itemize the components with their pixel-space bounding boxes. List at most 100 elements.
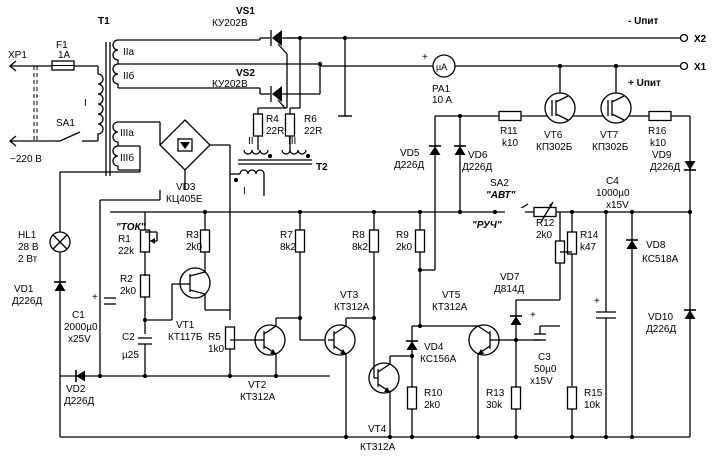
label-vd5: VD5 <box>400 148 420 159</box>
label-r7: R7 <box>280 230 293 241</box>
label-vt7-type: КП302Б <box>592 142 629 153</box>
label-r3: R3 <box>186 230 199 241</box>
label-plus-meter: + <box>422 52 428 63</box>
label-plus-u: + Uпит <box>628 78 661 89</box>
label-vd5-type: Д226Д <box>394 160 424 171</box>
label-r13: R13 <box>486 388 505 399</box>
label-vt1: VT1 <box>176 320 195 331</box>
resistor-r9: R9 2k0 <box>396 209 426 273</box>
label-r13-val: 30k <box>486 400 503 411</box>
label-t2-II: II <box>248 136 254 147</box>
label-c1-plus: + <box>92 292 98 303</box>
label-r16: R16 <box>648 126 667 137</box>
capacitor-c3: + C3 50µ0 x15V <box>516 310 560 387</box>
label-r11: R11 <box>500 126 518 137</box>
transformer-t1: T1 I IIa IIб IIIa IIIб <box>84 16 323 176</box>
meter-glyph: µA <box>436 62 447 72</box>
zener-vd8: VD8 КС518А <box>625 209 679 437</box>
mains-plug-xp1: XP1 ~220 В <box>8 50 52 165</box>
mosfet-vt7: VT7 КП302Б <box>592 63 632 153</box>
label-t1: T1 <box>98 16 110 27</box>
diode-vd2: VD2 Д226Д <box>64 369 103 407</box>
capacitor-c1: + C1 2000µ0 x25V <box>64 292 116 345</box>
label-vs2: VS2 <box>236 68 255 79</box>
label-minus-u: - Uпит <box>628 16 659 27</box>
label-c1: C1 <box>72 310 85 321</box>
label-r12-val: 2k0 <box>536 230 553 241</box>
label-r5-val: 1k0 <box>208 344 225 355</box>
label-vd6: VD6 <box>468 150 488 161</box>
label-t2-III: III <box>288 136 296 147</box>
label-r12: R12 <box>536 218 555 229</box>
transistor-vt2: VT2 КТ312А <box>230 317 300 403</box>
label-c4-v: x15V <box>606 200 629 211</box>
label-r7-val: 8k2 <box>280 242 297 253</box>
label-r3-val: 2k0 <box>186 242 203 253</box>
transistor-vt3: VT3 КТ312А <box>324 290 374 437</box>
label-c3-v: x15V <box>530 376 553 387</box>
label-r15: R15 <box>584 388 603 399</box>
label-f1: F1 <box>56 40 68 51</box>
label-r8: R8 <box>352 230 365 241</box>
label-r6-val: 22R <box>304 126 322 137</box>
resistor-r2: R2 2k0 <box>120 264 151 334</box>
resistor-r3: R3 2k0 <box>186 209 211 253</box>
label-r5: R5 <box>208 332 221 343</box>
label-hl1-w: 2 Вт <box>18 254 38 265</box>
resistor-r16: R16 k10 <box>648 110 672 149</box>
label-vt5-type: КТ312А <box>432 302 468 313</box>
label-vd7: VD7 <box>500 272 520 283</box>
diode-vd1: VD1 Д226Д <box>12 281 67 307</box>
resistor-r14: R14 k47 <box>560 209 599 386</box>
label-r2: R2 <box>120 274 133 285</box>
zener-vd7: VD7 Д814Д <box>494 272 524 376</box>
label-mains: ~220 В <box>10 154 42 165</box>
label-vt3: VT3 <box>340 290 359 301</box>
resistor-r7: R7 8k2 <box>280 209 306 321</box>
ujt-vt1: VT1 КТ117Б <box>168 252 211 343</box>
label-vt2-type: КТ312А <box>240 392 276 403</box>
label-r8-val: 8k2 <box>352 242 369 253</box>
label-c4-val: 1000µ0 <box>596 188 630 199</box>
resistor-r15: R15 10k <box>566 386 603 437</box>
label-f1-val: 1A <box>58 50 71 61</box>
thyristor-vs1: VS1 КУ202В <box>212 6 300 108</box>
transformer-t2: T2 II III I <box>230 136 328 197</box>
label-vt3-type: КТ312А <box>334 302 370 313</box>
label-vt6-type: КП302Б <box>536 142 573 153</box>
diode-vd5: VD5 Д226Д <box>394 116 442 271</box>
label-vd3-type: КЦ405Е <box>166 194 203 205</box>
label-vt7: VT7 <box>600 130 619 141</box>
label-avt: "АВТ" <box>486 190 516 201</box>
label-vd8-type: КС518А <box>642 254 679 265</box>
label-vd3: VD3 <box>176 182 196 193</box>
label-t1-IIIa: IIIa <box>120 128 134 139</box>
label-r9-val: 2k0 <box>396 242 413 253</box>
label-x1: X1 <box>694 62 707 73</box>
label-t1-IIb: IIб <box>123 70 135 82</box>
label-c1-v: x25V <box>68 334 91 345</box>
bridge-vd3: VD3 КЦ405Е <box>99 119 231 376</box>
label-t2-I: I <box>243 186 246 197</box>
label-vd9-type: Д226Д <box>650 162 680 173</box>
label-t1-I: I <box>84 98 87 109</box>
label-r9: R9 <box>396 230 409 241</box>
label-vt4-type: КТ312А <box>360 442 396 453</box>
label-r11-val: k10 <box>502 138 519 149</box>
resistor-r5: R5 1k0 <box>208 326 236 379</box>
label-vt4: VT4 <box>368 424 387 435</box>
label-hl1-v: 28 В <box>18 242 39 253</box>
label-vt5: VT5 <box>442 290 461 301</box>
label-vs1: VS1 <box>236 6 255 17</box>
label-sa2: SA2 <box>490 178 509 189</box>
label-vd6-type: Д226Д <box>462 162 492 173</box>
label-vt2: VT2 <box>248 380 267 391</box>
label-vd1-type: Д226Д <box>12 296 42 307</box>
label-hl1: HL1 <box>18 230 37 241</box>
label-c2: C2 <box>122 332 135 343</box>
resistor-r11: R11 k10 <box>498 110 522 149</box>
label-tok: "ТОК" <box>116 222 146 233</box>
label-vd8: VD8 <box>646 240 666 251</box>
label-vd2: VD2 <box>66 384 86 395</box>
